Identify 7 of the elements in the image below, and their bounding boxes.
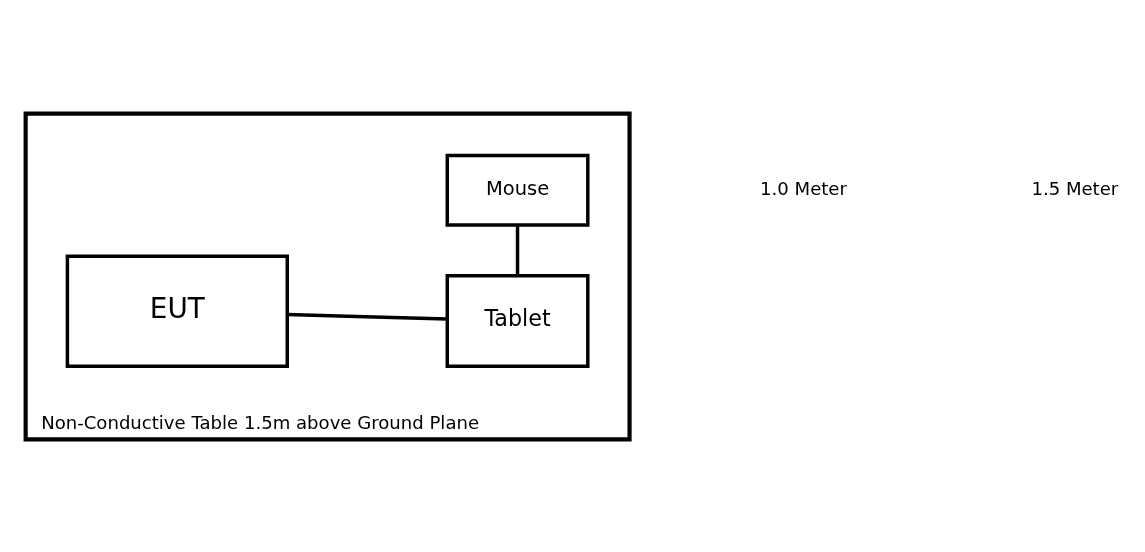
node-box: Mouse <box>445 153 590 227</box>
node-box: Tablet <box>445 273 590 368</box>
connector <box>515 225 520 276</box>
label: 1.5 Meter <box>1031 177 1119 199</box>
label: 1.0 Meter <box>760 177 847 199</box>
node-box: EUT <box>65 254 289 368</box>
connector <box>287 312 448 321</box>
